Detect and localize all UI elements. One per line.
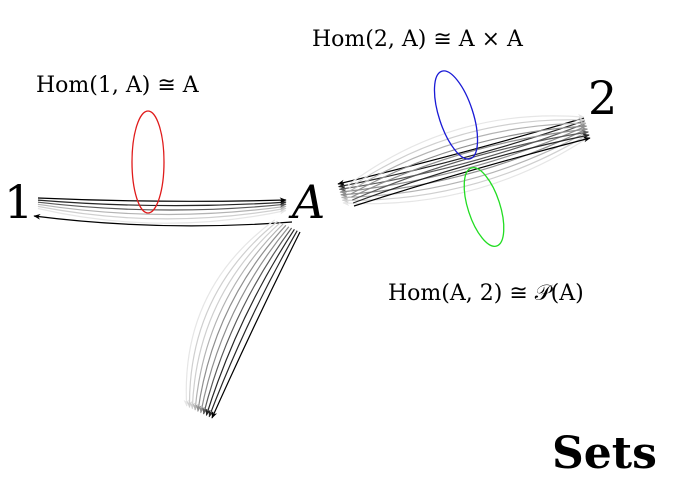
a-to-two-arrow	[351, 126, 589, 198]
label-hom-a-2: Hom(A, 2) ≅ 𝒫(A)	[388, 281, 584, 306]
hom-2-a-ellipse	[433, 70, 479, 160]
a-downward-arrow	[192, 223, 284, 411]
hom-a-2-ellipse	[463, 167, 505, 247]
label-hom-2-a: Hom(2, A) ≅ A × A	[312, 27, 524, 52]
a-downward-arrow	[205, 228, 295, 416]
category-title: Sets	[552, 428, 657, 479]
arrow-bundles	[33, 113, 591, 419]
a-to-two-arrow	[353, 136, 591, 207]
two-to-a-arrow	[339, 125, 587, 195]
two-to-a-arrow	[341, 133, 589, 204]
object-two: 2	[588, 71, 617, 125]
a-downward-arrow	[183, 219, 276, 407]
a-downward-arrow	[202, 227, 293, 415]
one-to-a-arrow	[37, 199, 287, 207]
object-one: 1	[4, 175, 33, 229]
two-to-a-arrow	[342, 136, 590, 207]
a-downward-arrow	[208, 230, 298, 418]
a-to-two-arrow	[347, 113, 585, 186]
hom-1-a-ellipse	[131, 110, 165, 214]
two-to-a-arrow	[340, 128, 588, 198]
a-to-two-arrow	[348, 117, 586, 189]
a-to-two-arrow	[352, 133, 590, 204]
two-to-a-arrow	[337, 117, 585, 186]
one-to-a-arrow	[37, 203, 287, 216]
object-a: A	[288, 175, 325, 229]
a-downward-arrow	[199, 226, 290, 414]
two-to-a-arrow	[338, 122, 586, 192]
one-to-a-arrow	[37, 197, 287, 203]
one-to-a-arrow	[37, 207, 287, 224]
a-downward-arrow	[196, 224, 287, 412]
a-downward-arrow	[189, 222, 281, 410]
one-to-a-arrow	[37, 201, 287, 211]
a-downward-arrow	[211, 231, 301, 419]
a-downward-arrow	[186, 220, 278, 409]
one-to-a-arrow	[37, 205, 287, 220]
label-hom-1-a: Hom(1, A) ≅ A	[36, 73, 200, 98]
a-to-two-arrow	[350, 123, 588, 195]
a-to-two-arrow	[349, 120, 587, 192]
a-to-one-arrow	[33, 214, 293, 227]
